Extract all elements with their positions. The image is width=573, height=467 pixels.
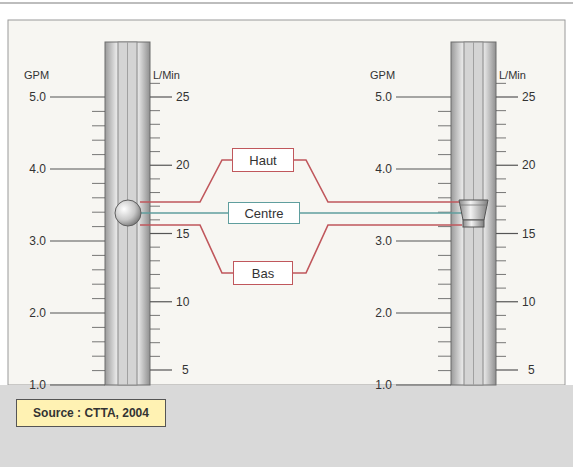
scale-unit: L/Min [153, 70, 180, 81]
scale-number: 1.0 [29, 379, 46, 391]
scale-number: 3.0 [29, 235, 46, 247]
scale-number: 15 [176, 228, 189, 240]
label-box: Centre [228, 202, 300, 224]
top-rule [0, 2, 573, 4]
scale-number: 15 [522, 228, 535, 240]
scale-number: 25 [176, 91, 189, 103]
scale-unit: L/Min [499, 70, 526, 81]
scale-unit: GPM [24, 70, 49, 81]
scale-ticks [50, 83, 518, 385]
conical-float [459, 200, 488, 227]
scale-number: 5 [528, 364, 535, 376]
scale-number: 2.0 [375, 307, 392, 319]
scale-number: 10 [176, 296, 189, 308]
scale-number: 3.0 [375, 235, 392, 247]
box-label: Centre [244, 207, 283, 220]
scale-number: 1.0 [375, 379, 392, 391]
scale-number: 10 [522, 296, 535, 308]
scale-number: 5.0 [29, 91, 46, 103]
label-box: Bas [233, 261, 293, 285]
bottom-band [0, 385, 573, 467]
figure-frame [8, 20, 565, 385]
scale-number: 20 [522, 159, 535, 171]
scale-number: 5 [182, 364, 189, 376]
source-text: Source : CTTA, 2004 [33, 407, 149, 419]
leader-lines [140, 160, 462, 273]
box-label: Haut [249, 154, 276, 167]
scale-number: 2.0 [29, 307, 46, 319]
ball-float [115, 200, 141, 226]
box-label: Bas [252, 267, 274, 280]
scale-number: 25 [522, 91, 535, 103]
source-box: Source : CTTA, 2004 [16, 399, 166, 427]
scale-number: 4.0 [375, 163, 392, 175]
scale-number: 5.0 [375, 91, 392, 103]
scale-number: 4.0 [29, 163, 46, 175]
scale-unit: GPM [370, 70, 395, 81]
scale-number: 20 [176, 159, 189, 171]
label-box: Haut [232, 148, 294, 172]
